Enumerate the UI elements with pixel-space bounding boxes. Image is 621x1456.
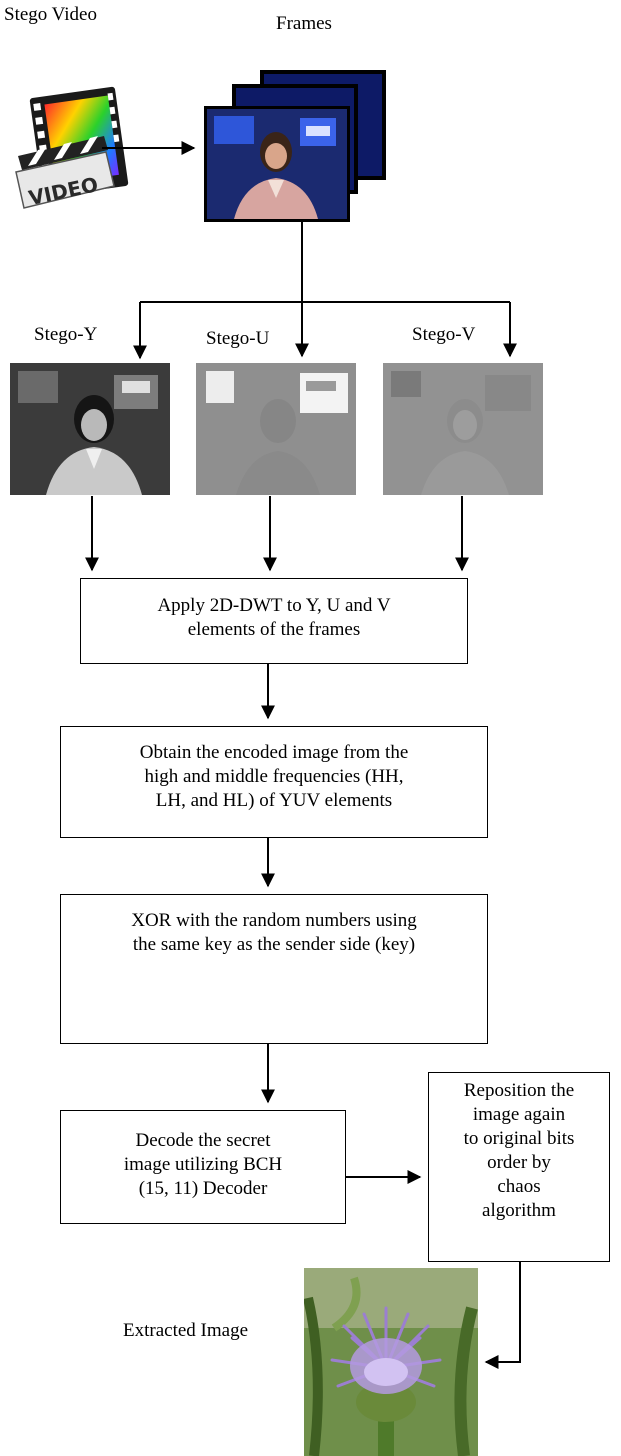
apply-dwt-line-2: elements of the frames	[187, 619, 361, 640]
apply-dwt-line-1: Apply 2D-DWT to Y, U and V	[157, 595, 391, 616]
decode-line-2: image utilizing BCH	[123, 1154, 283, 1175]
reposition-line-5: chaos	[497, 1176, 541, 1197]
frames-label: Frames	[276, 13, 332, 34]
xor-box: XOR with the random numbers using the sa…	[60, 894, 488, 1044]
decode-bch-box: Decode the secret image utilizing BCH (1…	[60, 1110, 346, 1224]
apply-dwt-box: Apply 2D-DWT to Y, U and V elements of t…	[80, 578, 468, 664]
reposition-line-2: image again	[472, 1104, 566, 1125]
reposition-line-1: Reposition the	[463, 1080, 575, 1101]
stego-video-label: Stego Video	[4, 4, 97, 25]
reposition-line-4: order by	[487, 1152, 551, 1173]
stego-v-image	[383, 363, 543, 495]
obtain-line-1: Obtain the encoded image from the	[139, 742, 409, 763]
obtain-line-2: high and middle frequencies (HH,	[144, 766, 404, 787]
decode-line-3: (15, 11) Decoder	[138, 1178, 268, 1199]
reposition-box: Reposition the image again to original b…	[428, 1072, 610, 1262]
obtain-line-3: LH, and HL) of YUV elements	[155, 790, 393, 811]
extracted-flower-image	[304, 1268, 478, 1456]
extracted-image-label: Extracted Image	[123, 1320, 249, 1341]
obtain-encoded-image-box: Obtain the encoded image from the high a…	[60, 726, 488, 838]
arrow-reposition-to-extracted	[484, 1262, 521, 1369]
xor-line-1: XOR with the random numbers using	[131, 910, 417, 931]
reposition-line-6: algorithm	[482, 1200, 556, 1221]
stego-u-label: Stego-U	[206, 328, 270, 349]
xor-line-2: the same key as the sender side (key)	[132, 934, 416, 955]
stego-y-label: Stego-Y	[34, 324, 98, 345]
decode-line-1: Decode the secret	[135, 1130, 271, 1151]
reposition-line-3: to original bits	[463, 1128, 575, 1149]
stego-u-image	[196, 363, 356, 495]
video-icon: VIDEO	[14, 86, 132, 214]
stego-v-label: Stego-V	[412, 324, 476, 345]
video-frames-stack	[204, 70, 386, 222]
stego-y-image	[10, 363, 170, 495]
